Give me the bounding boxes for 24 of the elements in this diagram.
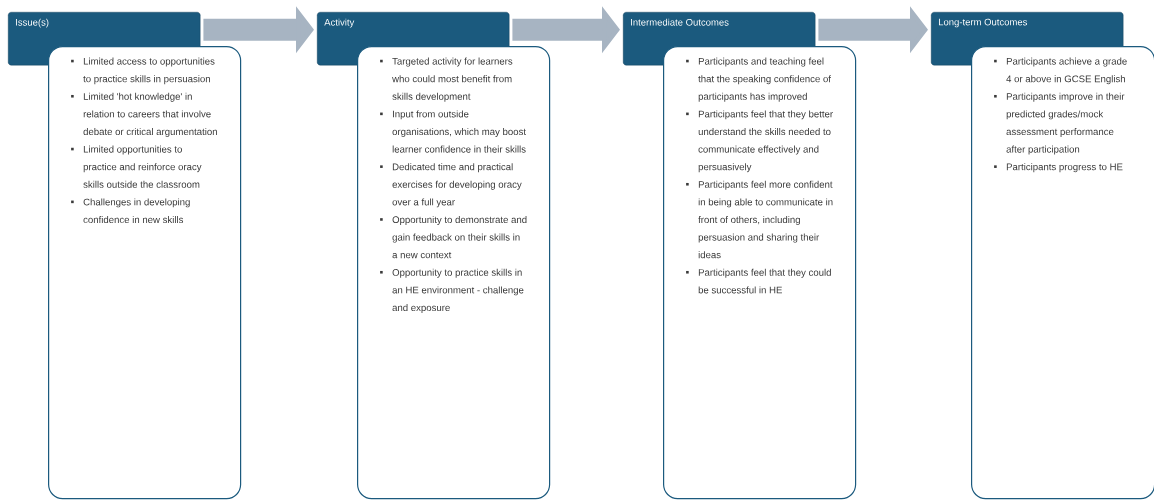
bullet-item: Opportunity to practice skills in an HE environment - challenge and exposure <box>380 268 524 313</box>
bullet-item: Participants achieve a grade 4 or above in GCSE English <box>994 57 1127 85</box>
bullet-item: Participants improve in their predicted grades/mock assessment performance after participation <box>994 92 1125 155</box>
bullet-item: Limited opportunities to practice and reinforce oracy skills outside the classroom <box>71 145 202 188</box>
bullet-item: Participants feel that they better understand the skills needed to communicate effectively and persuasively <box>686 110 833 173</box>
bullet-item: Limited access to opportunities to practice skills in persuasion <box>71 57 215 85</box>
header-title: Issue(s) <box>16 18 49 28</box>
bullet-item: Challenges in developing confidence in new skills <box>71 198 190 224</box>
bullet-item: Opportunity to demonstrate and gain feedback on their skills in a new context <box>380 216 527 259</box>
bullet-item: Input from outside organisations, which may boost learner confidence in their skills <box>380 110 526 153</box>
header-title: Intermediate Outcomes <box>631 18 729 26</box>
bullet-item: Participants progress to HE <box>994 163 1123 173</box>
content-card <box>663 46 857 500</box>
bullet-item: Targeted activity for learners who could most benefit from skills development <box>380 57 513 102</box>
header-title: Activity <box>324 18 355 28</box>
header-title: Long-term Outcomes <box>939 18 1028 28</box>
bullet-item: Participants feel more confident in being able to communicate in front of others, including persuasion and sharing their ideas <box>686 180 833 259</box>
bullet-item: Limited 'hot knowledge' in relation to careers that involve debate or critical argumentation <box>71 92 217 137</box>
bullet-item: Participants feel that they could be successful in HE <box>686 268 831 294</box>
content-card <box>48 46 242 500</box>
bullet-item: Dedicated time and practical exercises for developing oracy over a full year <box>380 163 522 208</box>
content-card <box>357 46 551 500</box>
content-card <box>971 46 1154 500</box>
bullet-item: Participants and teaching feel that the speaking confidence of participants has improved <box>686 57 831 102</box>
